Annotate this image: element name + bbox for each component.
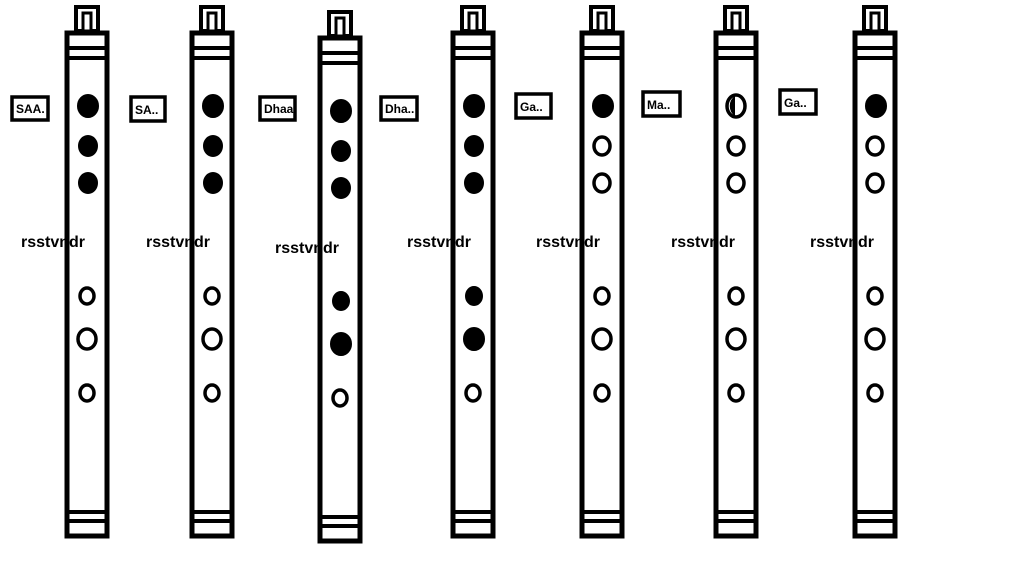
hole-closed bbox=[463, 327, 485, 351]
hole-half-fill bbox=[729, 96, 735, 116]
hole-open bbox=[593, 383, 611, 403]
hole-open bbox=[201, 327, 223, 351]
flute-3: Dhaa rsstvndr bbox=[258, 10, 363, 544]
hole-closed bbox=[465, 286, 483, 306]
note-label-box bbox=[641, 90, 682, 118]
hole-closed bbox=[463, 94, 485, 118]
hole-open bbox=[76, 327, 98, 351]
hole-open bbox=[203, 383, 221, 403]
note-label-box bbox=[379, 95, 419, 122]
note-label: Dhaa bbox=[264, 102, 294, 116]
flute-6: Ma.. rsstvndr bbox=[641, 5, 759, 539]
hole-closed bbox=[78, 135, 98, 157]
hole-open bbox=[864, 327, 886, 351]
flute-cap-slot bbox=[596, 11, 608, 33]
note-label: Ga.. bbox=[520, 100, 543, 114]
hole-open bbox=[591, 327, 613, 351]
brand-label: rsstvndr bbox=[21, 234, 85, 251]
note-label: SAA. bbox=[16, 102, 45, 116]
hole-closed bbox=[203, 172, 223, 194]
hole-open bbox=[727, 286, 745, 306]
brand-label: rsstvndr bbox=[810, 234, 874, 251]
hole-open bbox=[78, 383, 96, 403]
flute-2: SA.. rsstvndr bbox=[129, 5, 235, 539]
hole-closed bbox=[464, 135, 484, 157]
hole-closed bbox=[331, 177, 351, 199]
hole-open bbox=[78, 286, 96, 306]
note-label-box bbox=[258, 95, 297, 122]
flute-7: Ga.. rsstvndr bbox=[778, 5, 898, 539]
flute-5: Ga.. rsstvndr bbox=[514, 5, 625, 539]
hole-closed bbox=[592, 94, 614, 118]
note-label-box bbox=[778, 88, 818, 116]
brand-label: rsstvndr bbox=[407, 234, 471, 251]
flute-cap-slot bbox=[869, 11, 881, 33]
hole-closed bbox=[865, 94, 887, 118]
flute-cap-slot bbox=[730, 11, 742, 33]
note-label: Ga.. bbox=[784, 96, 807, 110]
hole-closed bbox=[330, 332, 352, 356]
brand-label: rsstvndr bbox=[146, 234, 210, 251]
hole-open bbox=[866, 383, 884, 403]
note-label-box bbox=[129, 95, 167, 123]
hole-half bbox=[725, 93, 747, 119]
flute-body bbox=[189, 30, 235, 539]
flute-cap-slot bbox=[467, 11, 479, 33]
note-label-box bbox=[10, 95, 50, 122]
hole-closed bbox=[77, 94, 99, 118]
hole-open bbox=[331, 388, 349, 408]
note-label: Ma.. bbox=[647, 98, 670, 112]
flute-cap-slot bbox=[206, 11, 218, 33]
hole-open bbox=[726, 172, 746, 194]
hole-closed bbox=[330, 99, 352, 123]
hole-open bbox=[592, 135, 612, 157]
hole-open bbox=[593, 286, 611, 306]
brand-label: rsstvndr bbox=[275, 240, 339, 257]
flute-1: SAA. rsstvndr bbox=[10, 5, 110, 539]
hole-open bbox=[592, 172, 612, 194]
hole-open bbox=[865, 172, 885, 194]
flute-body bbox=[317, 35, 363, 544]
hole-open bbox=[866, 286, 884, 306]
brand-label: rsstvndr bbox=[671, 234, 735, 251]
note-label: Dha.. bbox=[385, 102, 414, 116]
hole-closed bbox=[331, 140, 351, 162]
flute-cap-slot bbox=[81, 11, 93, 33]
hole-closed bbox=[78, 172, 98, 194]
hole-open bbox=[203, 286, 221, 306]
hole-closed bbox=[464, 172, 484, 194]
flute-cap-slot bbox=[334, 16, 346, 38]
hole-closed bbox=[332, 291, 350, 311]
hole-open bbox=[725, 327, 747, 351]
brand-label: rsstvndr bbox=[536, 234, 600, 251]
flute-4: Dha.. rsstvndr bbox=[379, 5, 496, 539]
hole-closed bbox=[203, 135, 223, 157]
note-label-box bbox=[514, 92, 553, 120]
hole-open bbox=[726, 135, 746, 157]
hole-open bbox=[865, 135, 885, 157]
note-label: SA.. bbox=[135, 103, 158, 117]
hole-closed bbox=[202, 94, 224, 118]
hole-open bbox=[464, 383, 482, 403]
hole-open bbox=[727, 383, 745, 403]
